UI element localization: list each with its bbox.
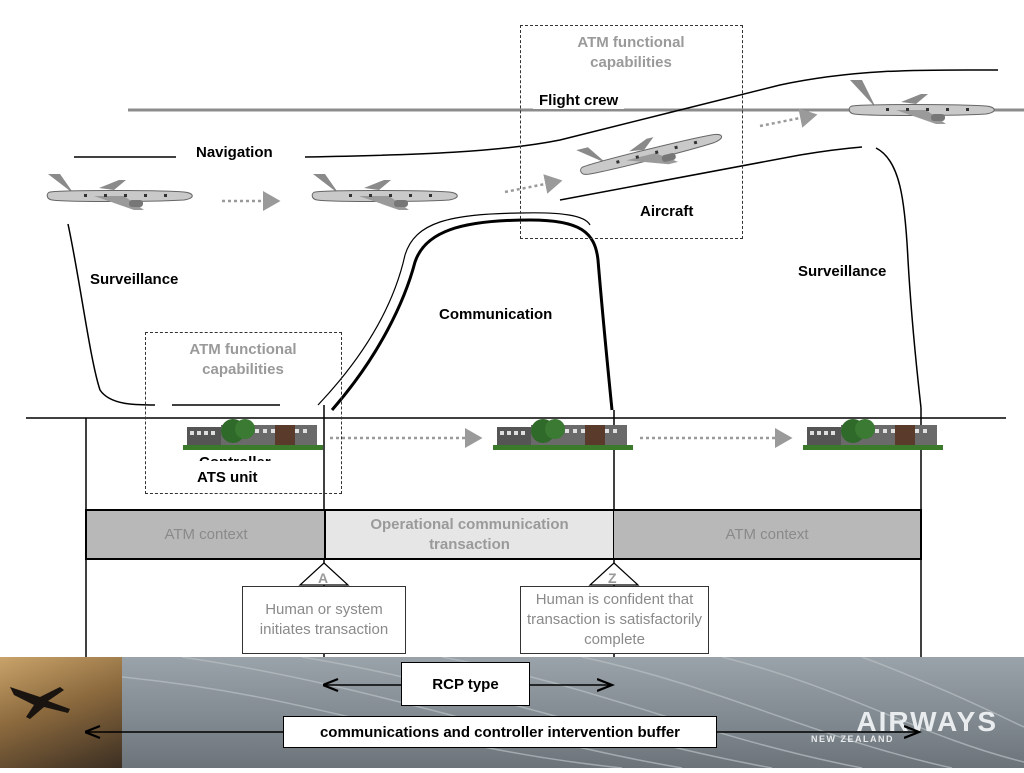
marker-z: Z [608, 570, 617, 586]
buffer-label: communications and controller interventi… [283, 716, 717, 748]
communication-thick [330, 218, 614, 411]
airplane-icon [848, 80, 995, 124]
communication-label: Communication [439, 306, 553, 323]
operational-transaction-text: Operational communication transaction [370, 515, 569, 553]
atm-context-right-text: ATM context [725, 526, 809, 543]
rcp-type-label: RCP type [401, 662, 530, 706]
aircraft-line [559, 146, 863, 201]
atm-context-left-text: ATM context [164, 526, 248, 543]
atm-functional-label-top: ATM functional capabilities [577, 34, 685, 71]
surveillance-label-left: Surveillance [90, 271, 179, 288]
building-icon [803, 419, 943, 450]
atm-capabilities-box-top [520, 25, 743, 239]
flight-crew-label: Flight crew [533, 92, 625, 109]
footer-photo [0, 657, 122, 768]
controller-label-partial: Controller [199, 452, 271, 461]
surveillance-line-left [67, 223, 156, 406]
ats-unit-label: ATS unit [197, 469, 258, 486]
communication-thin [317, 212, 591, 406]
atm-capabilities-box-bottom [145, 332, 342, 494]
navigation-label: Navigation [196, 144, 273, 161]
transaction-complete-box: Human is confident that transaction is s… [520, 586, 709, 654]
atm-functional-label-bottom: ATM functional capabilities [189, 341, 297, 378]
footer-steel [122, 657, 1024, 768]
atm-context-bar-left: ATM context [85, 509, 325, 560]
atm-context-bar-right: ATM context [614, 509, 922, 560]
aircraft-label: Aircraft [640, 203, 694, 220]
building-icon [493, 419, 633, 450]
navigation-line-right [304, 69, 999, 158]
initiates-transaction-box: Human or system initiates transaction [242, 586, 406, 654]
operational-transaction-bar: Operational communication transaction [324, 509, 615, 560]
surveillance-line-right [875, 147, 922, 409]
airplane-icon [576, 133, 722, 175]
building-icon [183, 419, 323, 450]
airplane-icon [46, 174, 193, 210]
marker-a: A [318, 570, 329, 586]
airplane-icon [10, 687, 70, 719]
airplane-icon [311, 174, 458, 210]
surveillance-label-right: Surveillance [798, 263, 887, 280]
